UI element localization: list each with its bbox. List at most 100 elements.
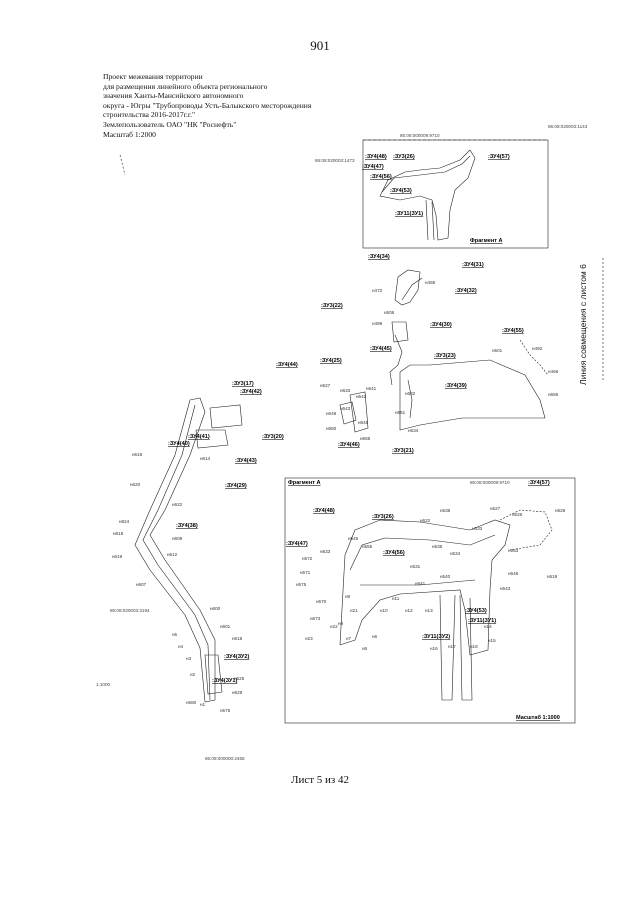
sheet-footer: Лист 5 из 42	[290, 774, 350, 786]
point-label: н634	[408, 428, 419, 433]
point-label: н10	[380, 608, 388, 613]
header-line: для размещения линейного объекта региона…	[103, 81, 268, 91]
header-line: значения Ханты-Мансийского автономного	[103, 91, 244, 101]
point-label: н619	[112, 554, 123, 559]
point-label: н575	[220, 708, 231, 713]
parcel	[391, 321, 409, 343]
corridor-parcel	[134, 397, 216, 703]
parcel-label: :ЗУ4(48)	[365, 154, 387, 160]
point-label: н18	[470, 644, 478, 649]
parcel-label: :ЗУ4(ЗУ1)	[212, 678, 237, 684]
parcel-label: :ЗУ4(34)	[368, 254, 390, 260]
page-number: 901	[310, 38, 330, 53]
point-label: н16	[430, 646, 438, 651]
pipeline-route	[142, 404, 211, 701]
parcel-label: :ЗУ11(ЗУ1)	[395, 211, 423, 217]
point-label: н570	[316, 599, 327, 604]
point-label: н632	[405, 391, 416, 396]
parcel	[195, 429, 229, 449]
parcel-label: :ЗУ4(57)	[528, 480, 550, 486]
point-label: н601	[220, 624, 231, 629]
point-label: н618	[232, 636, 243, 641]
fragment-title: Фрагмент А	[470, 238, 503, 244]
point-label: н6	[372, 634, 378, 639]
fragment-scale: Масштаб 1:1000	[516, 714, 560, 721]
parcel-label: :ЗУ4(43)	[235, 458, 257, 464]
point-label: н13	[425, 608, 433, 613]
point-label: н9	[338, 621, 344, 626]
point-label: н625	[234, 676, 245, 681]
parcel-label: :ЗУ4(42)	[240, 389, 262, 395]
point-label: н12	[405, 608, 413, 613]
point-label: н650	[326, 426, 337, 431]
parcel-label: :ЗУ3(20)	[262, 434, 284, 440]
parcel-label: :ЗУ4(53)	[390, 188, 412, 194]
fragment-a-pipeline	[459, 594, 473, 701]
parcel	[349, 391, 369, 433]
scale-mark: 1:1000	[96, 682, 110, 687]
fragment-title: Фрагмент А	[288, 480, 321, 486]
point-label: н645	[358, 420, 369, 425]
point-label: н466	[548, 369, 559, 374]
parcel-label: :ЗУ4(ЗУ2)	[224, 654, 249, 660]
point-label: н533	[472, 526, 483, 531]
point-label: н534	[450, 551, 461, 556]
pipeline-segment	[401, 277, 423, 301]
fragment-a-parcel	[339, 519, 511, 656]
point-label: н501	[492, 348, 503, 353]
point-label: н818	[113, 531, 124, 536]
point-label: н622	[172, 502, 183, 507]
fragment-top-pipeline	[425, 199, 435, 241]
point-label: н607	[136, 582, 147, 587]
point-label: н628	[232, 690, 243, 695]
point-label: н11	[392, 596, 400, 601]
parcel-label: :ЗУ3(23)	[434, 353, 456, 359]
fragment-top-parcel	[379, 149, 476, 241]
point-label: н519	[547, 574, 558, 579]
parcel-label: :ЗУ4(39)	[445, 383, 467, 389]
parcel-label: :ЗУ3(17)	[232, 381, 254, 387]
point-label: н528	[555, 508, 566, 513]
parcel-label: :ЗУ4(25)	[320, 358, 342, 364]
point-label: н1	[200, 702, 206, 707]
point-label: н572	[302, 556, 313, 561]
fragment-a-frame	[284, 477, 576, 724]
fragment-a-pipeline	[360, 579, 476, 586]
parcel-label: :ЗУ11(ЗУ2)	[422, 634, 450, 640]
point-label: н614	[200, 456, 211, 461]
point-label: н575	[296, 582, 307, 587]
point-label: н612	[167, 552, 178, 557]
parcel-label: :ЗУ4(41)	[188, 434, 210, 440]
point-label: н468	[425, 280, 436, 285]
parcel-label: :ЗУ4(31)	[462, 262, 484, 268]
fragment-top-pipeline	[381, 155, 471, 193]
point-label: н600	[210, 606, 221, 611]
parcel-label: :ЗУ4(30)	[430, 322, 452, 328]
point-label: н546	[508, 571, 519, 576]
point-label: н620	[130, 482, 141, 487]
point-label: н22	[330, 624, 338, 629]
parcel	[394, 269, 421, 306]
header-line: округа - Югры "Трубопроводы Усть-Балыкск…	[103, 100, 312, 110]
parcel-label: :ЗУ11(ЗУ1)	[468, 618, 496, 624]
pipeline-segment	[389, 334, 403, 386]
parcel-label: :ЗУ3(26)	[372, 514, 394, 520]
pipeline-segment	[407, 379, 413, 419]
parcel-label: :ЗУ3(26)	[393, 154, 415, 160]
parcel-label: :ЗУ4(40)	[168, 441, 190, 447]
fragment-a-pipeline	[349, 534, 496, 571]
parcel-label: :ЗУ3(22)	[321, 303, 343, 309]
parcel	[209, 404, 243, 429]
point-label: н616	[132, 452, 143, 457]
parcel	[204, 654, 223, 695]
boundary-line	[519, 339, 549, 376]
point-label: н651	[395, 410, 406, 415]
point-label: н3	[186, 656, 192, 661]
parcel-label: :ЗУ4(53)	[465, 608, 487, 614]
point-label: н824	[119, 519, 130, 524]
point-label: н492	[532, 346, 543, 351]
point-label: н23	[305, 636, 313, 641]
parcel-label: :ЗУ4(29)	[225, 483, 247, 489]
point-label: н508	[384, 310, 395, 315]
